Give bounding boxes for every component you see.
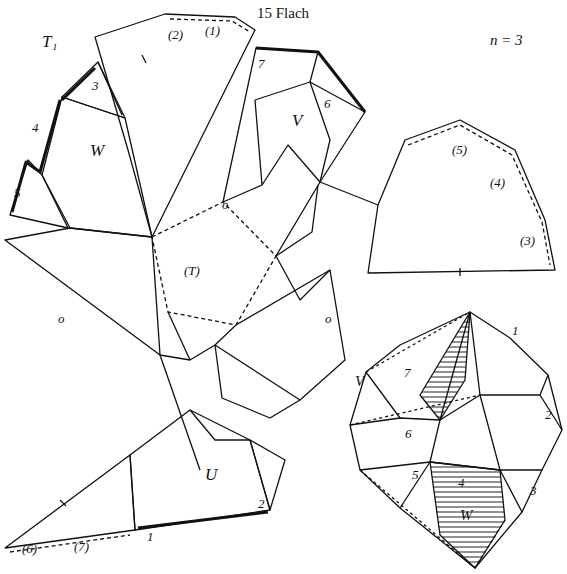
- net-face: [130, 410, 270, 530]
- corner-label: T₁: [42, 33, 57, 50]
- figure-number: 7: [404, 366, 411, 379]
- figure-letter: W: [460, 508, 473, 523]
- face-label: (T): [184, 264, 200, 277]
- figure-number: 2: [545, 408, 552, 421]
- edge-mark: o: [325, 312, 332, 325]
- face-number: 7: [258, 57, 265, 70]
- figure-letter: V: [355, 374, 364, 389]
- face-letter: V: [292, 112, 302, 129]
- figure-number: 6: [405, 427, 412, 440]
- face-letter: W: [90, 142, 104, 159]
- edge-number: (4): [490, 176, 505, 189]
- polyhedron-figure: [350, 312, 562, 568]
- net-face: [250, 440, 285, 510]
- edge-number: (3): [520, 234, 535, 247]
- figure-number: 5: [412, 468, 419, 481]
- edge-number: (7): [74, 540, 89, 553]
- edge-number: (1): [205, 24, 220, 37]
- net-face: [5, 228, 160, 355]
- net-face: [95, 14, 255, 237]
- face-letter: U: [205, 466, 217, 483]
- net-face: [42, 97, 152, 237]
- edge-number: (5): [452, 143, 467, 156]
- face-number: 2: [258, 497, 265, 510]
- figure-number: 1: [512, 324, 519, 337]
- edge-mark: o: [58, 312, 65, 325]
- face-number: 3: [92, 79, 99, 92]
- figure-number: 4: [458, 476, 465, 489]
- face-number: 1: [147, 530, 154, 543]
- edge-number: (6): [22, 542, 37, 555]
- face-number: 4: [32, 121, 39, 134]
- net-face: [152, 202, 276, 325]
- edge-mark: o: [222, 198, 229, 211]
- face-number: 5: [14, 186, 21, 199]
- net-face: [368, 120, 555, 273]
- edge-number: (2): [168, 28, 183, 41]
- figure-number: 3: [530, 484, 537, 497]
- net-face: [62, 62, 125, 118]
- diagram-title: 15 Flach: [257, 6, 309, 21]
- net-face: [5, 455, 135, 548]
- corner-label: n = 3: [490, 33, 523, 48]
- face-number: 6: [324, 97, 331, 110]
